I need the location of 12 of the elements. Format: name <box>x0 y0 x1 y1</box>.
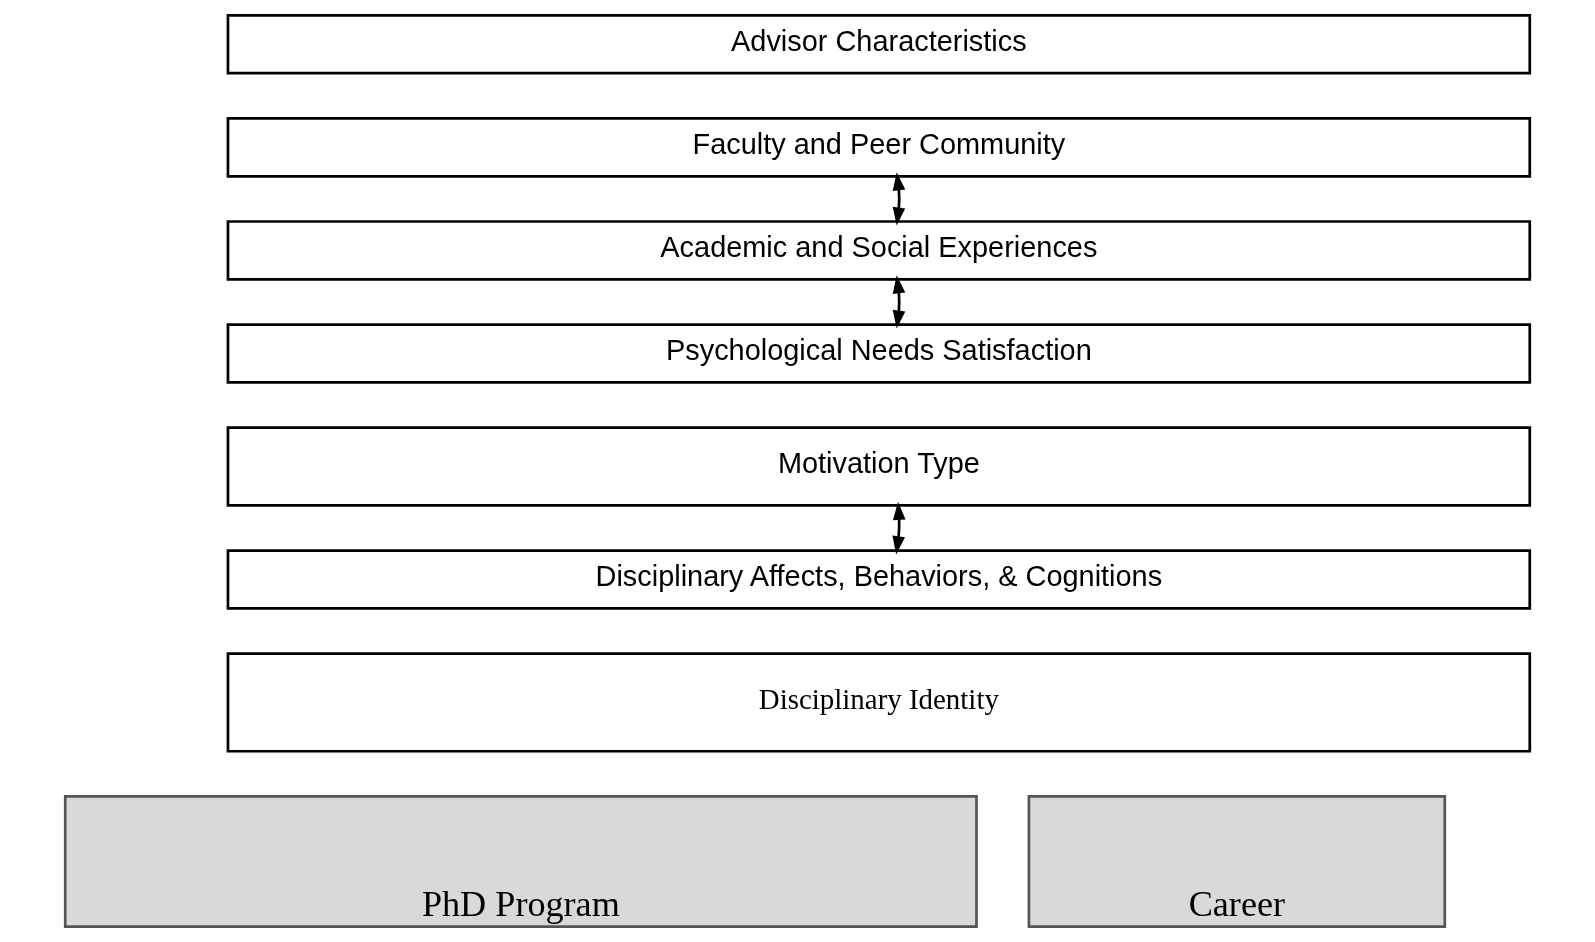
node-box: Disciplinary Identity <box>226 652 1532 753</box>
node-box: Career <box>1027 795 1447 928</box>
node-box: PhD Program <box>63 795 978 928</box>
node-box: Faculty and Peer Community <box>226 117 1532 178</box>
arrow <box>892 501 906 555</box>
arrow <box>892 275 906 329</box>
node-box: Motivation Type <box>226 426 1532 507</box>
node-box: Advisor Characteristics <box>226 14 1532 75</box>
node-box: Psychological Needs Satisfaction <box>226 323 1532 384</box>
arrow <box>892 172 906 226</box>
node-box: Disciplinary Affects, Behaviors, & Cognitions <box>226 549 1532 610</box>
node-box: Academic and Social Experiences <box>226 220 1532 281</box>
